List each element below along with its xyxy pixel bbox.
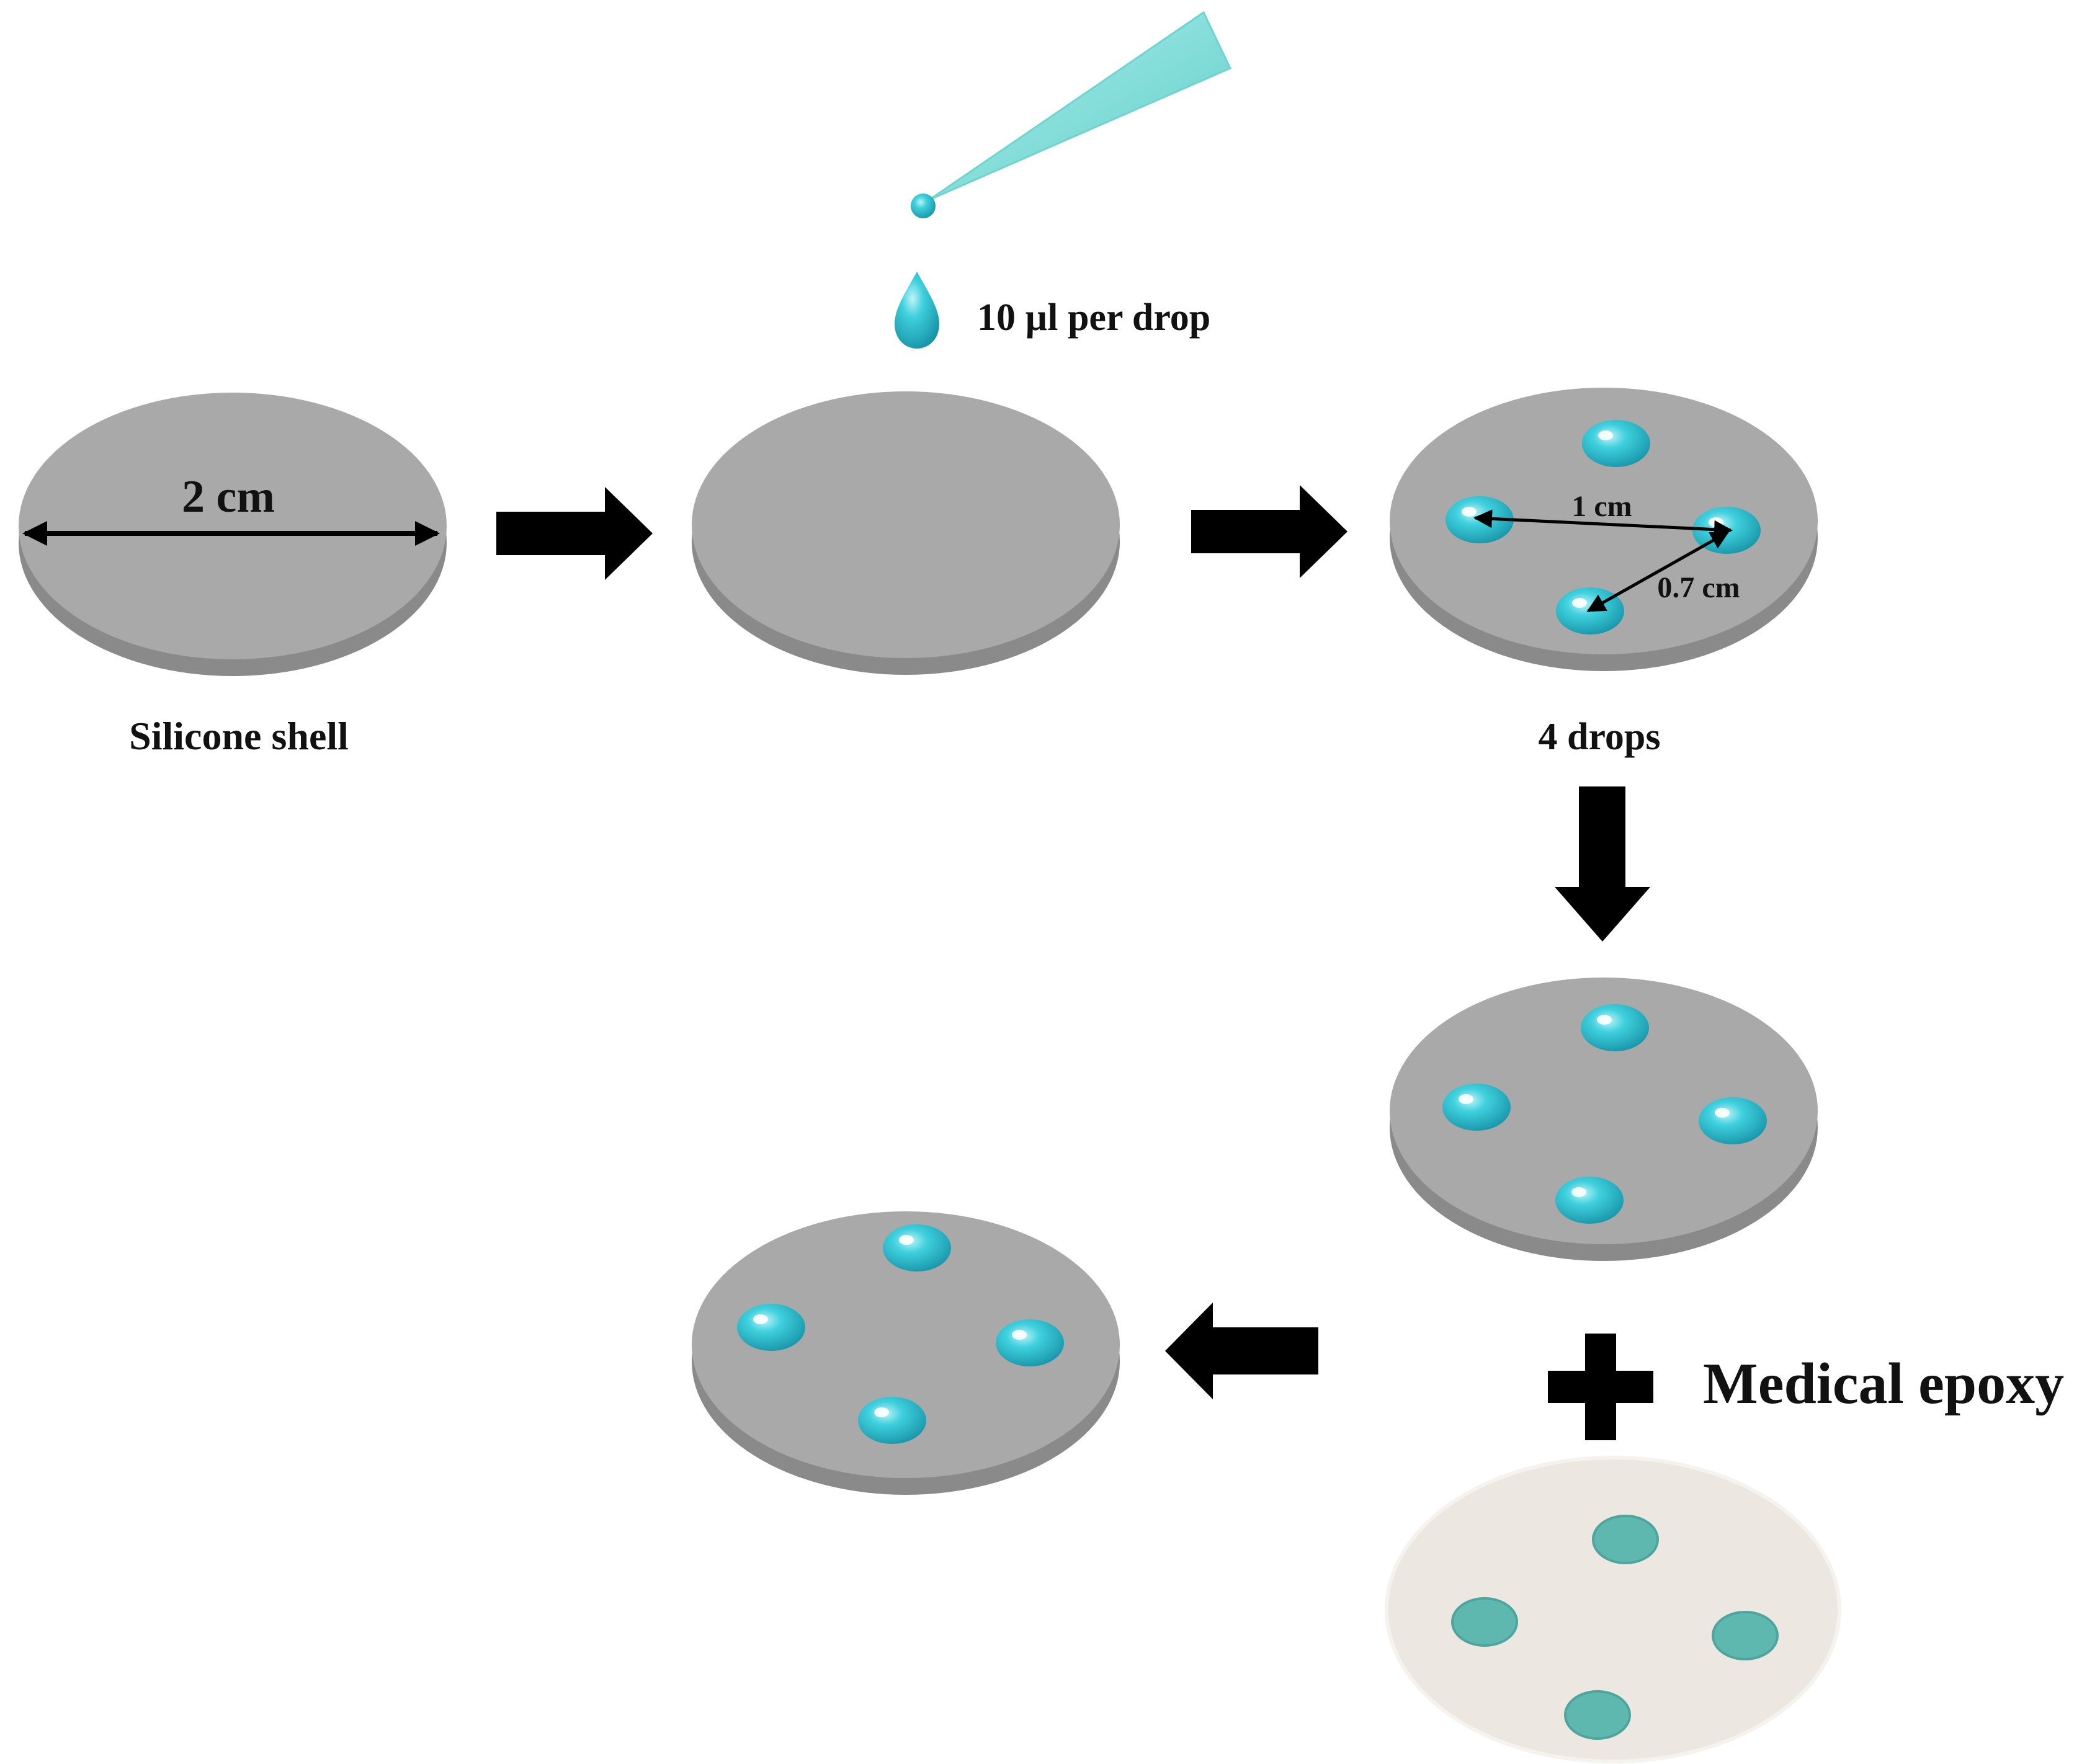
block-arrow-icon [496, 487, 653, 580]
droplet-bottom [858, 1397, 926, 1444]
final-disc [692, 1211, 1120, 1495]
drop-count-label: 4 drops [1539, 716, 1661, 758]
droplet-bottom [1555, 1177, 1624, 1224]
medical-epoxy-label: Medical epoxy [1703, 1352, 2064, 1416]
droplet-icon [895, 272, 939, 349]
diameter-label: 2 cm [182, 471, 275, 522]
droplet-top [883, 1224, 951, 1272]
plain-disc [692, 391, 1120, 675]
plus-icon [1548, 1334, 1653, 1440]
droplet-left [737, 1304, 805, 1351]
droplet-top [1582, 420, 1650, 467]
block-arrow-icon [1555, 786, 1650, 942]
epoxy-spot-top [1592, 1515, 1659, 1564]
drop-spacing-label: 1 cm [1571, 490, 1632, 523]
epoxy-spot-right [1712, 1611, 1779, 1660]
epoxy-disc [1385, 1456, 1841, 1763]
drop-volume-label: 10 µl per drop [977, 296, 1210, 339]
pipette-tip-icon [911, 11, 1232, 218]
edge-spacing-label: 0.7 cm [1657, 571, 1740, 604]
epoxy-spot-bottom [1564, 1690, 1631, 1740]
droplet-top [1581, 1004, 1649, 1051]
edge-spacing-arrow [1586, 530, 1730, 613]
droplet-left [1442, 1084, 1511, 1131]
four-drop-disc [1390, 388, 1818, 671]
cured-drop-disc [1390, 978, 1818, 1261]
block-arrow-icon [1191, 485, 1347, 578]
drop-spacing-arrow [1473, 509, 1733, 539]
block-arrow-icon [1165, 1303, 1318, 1399]
epoxy-spot-left [1451, 1597, 1518, 1647]
droplet-right [1699, 1097, 1767, 1144]
droplet-right [996, 1319, 1064, 1366]
silicone-shell-label: Silicone shell [129, 714, 349, 758]
